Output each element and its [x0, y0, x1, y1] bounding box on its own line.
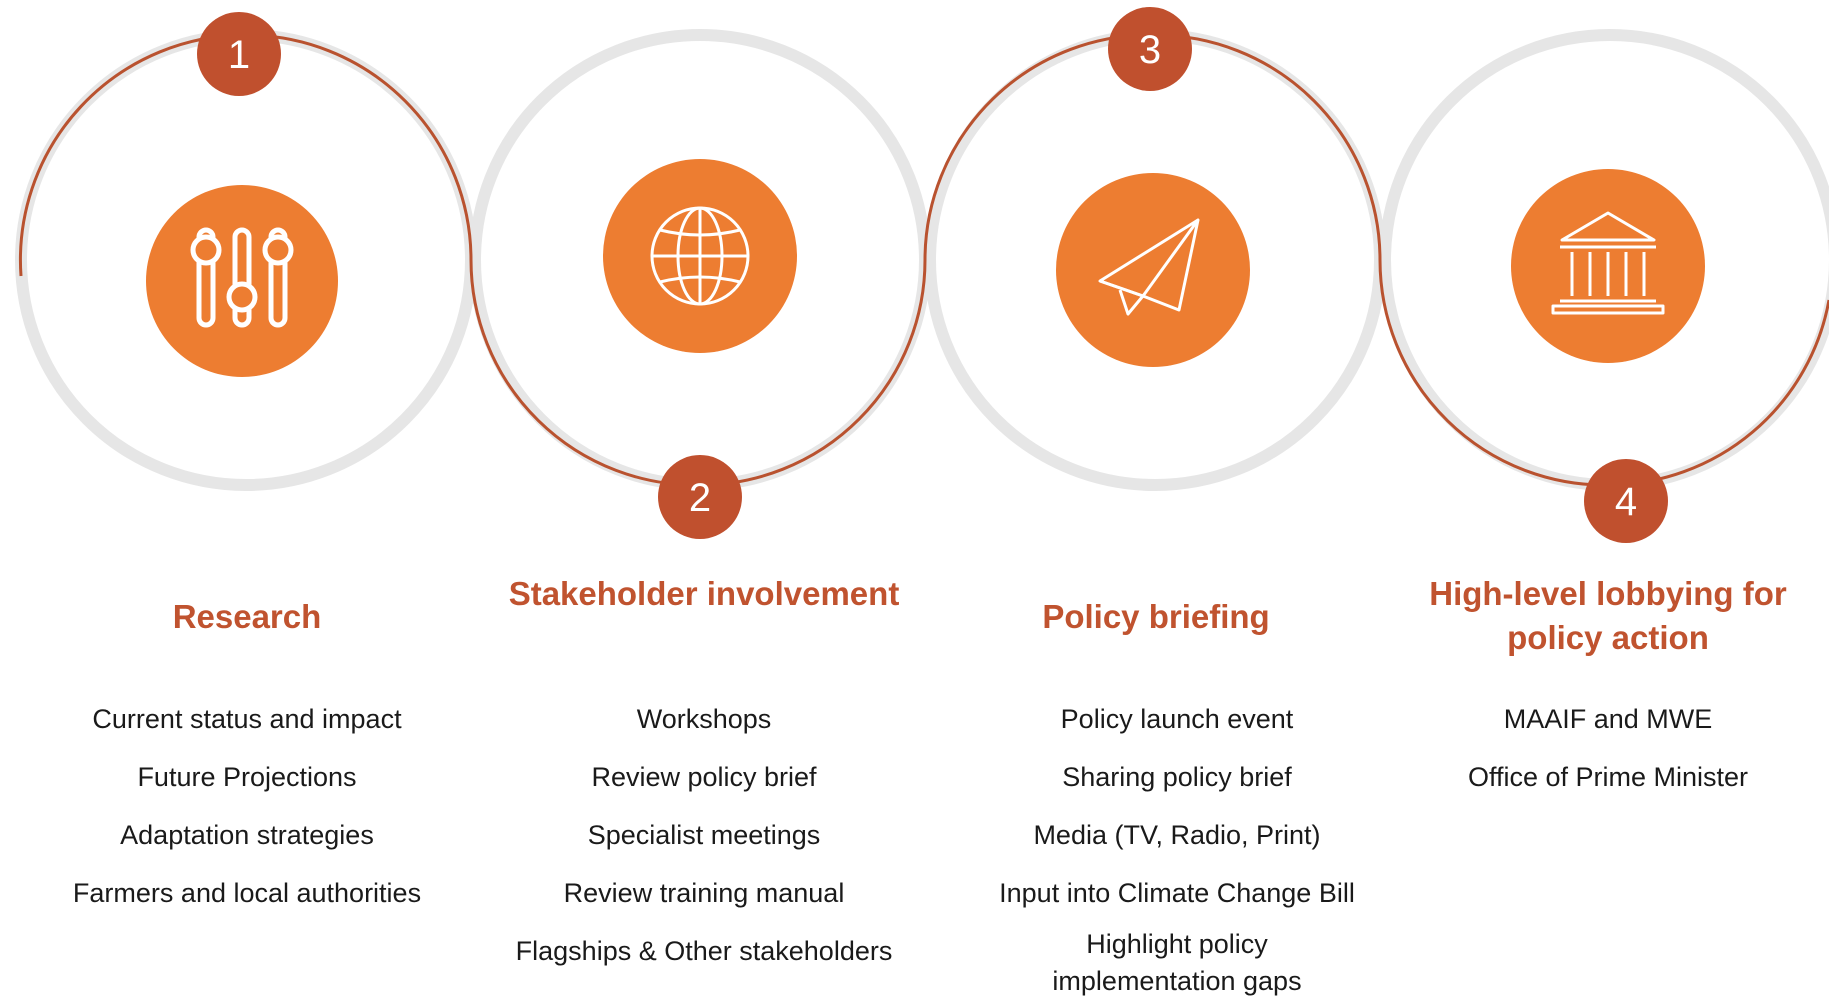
- list-item: Specialist meetings: [587, 820, 821, 850]
- list-item: Workshops: [636, 704, 772, 734]
- badge-2-number: 2: [689, 476, 711, 520]
- arc-1: [18, 33, 701, 487]
- list-item: Highlight policy implementation gaps: [1052, 929, 1302, 996]
- list-item: Farmers and local authorities: [72, 878, 422, 908]
- globe-icon: [650, 206, 750, 306]
- stage-4-items: MAAIF and MWE Office of Prime Minister: [1388, 690, 1828, 806]
- badge-4: 4: [1584, 459, 1668, 543]
- stage-3-icon-circle: [1056, 173, 1250, 367]
- stage-4-title: High-level lobbying for policy action: [1429, 575, 1787, 656]
- stage-3-items: Policy launch event Sharing policy brief…: [957, 690, 1397, 1000]
- sliders-icon: [190, 227, 294, 328]
- badge-1-number: 1: [228, 33, 250, 77]
- badge-4-number: 4: [1615, 480, 1637, 524]
- stage-2-title: Stakeholder involvement: [508, 575, 900, 612]
- list-item: Current status and impact: [92, 704, 402, 734]
- badge-1: 1: [197, 12, 281, 96]
- list-item: Policy launch event: [1060, 704, 1294, 734]
- list-item: Flagships & Other stakeholders: [515, 936, 893, 966]
- badge-3: 3: [1108, 7, 1192, 91]
- stage-4-icon-circle: [1511, 169, 1705, 363]
- list-item: Sharing policy brief: [1062, 762, 1292, 792]
- list-item: Office of Prime Minister: [1467, 762, 1749, 792]
- stage-1-items: Current status and impact Future Project…: [27, 690, 467, 922]
- stage-1-title: Research: [172, 598, 322, 635]
- list-item: Review training manual: [563, 878, 845, 908]
- list-item: MAAIF and MWE: [1503, 704, 1713, 734]
- list-item: Input into Climate Change Bill: [999, 878, 1355, 908]
- stage-3-title: Policy briefing: [1042, 598, 1270, 635]
- badge-3-number: 3: [1139, 28, 1161, 72]
- stage-2-icon-circle: [603, 159, 797, 353]
- list-item: Adaptation strategies: [120, 820, 374, 850]
- stage-2-items: Workshops Review policy brief Specialist…: [484, 690, 924, 980]
- list-item: Future Projections: [137, 762, 357, 792]
- list-item: Review policy brief: [591, 762, 817, 792]
- paper-plane-icon: [1098, 218, 1200, 316]
- badge-2: 2: [658, 455, 742, 539]
- government-building-icon: [1551, 211, 1665, 315]
- list-item: Media (TV, Radio, Print): [1033, 820, 1321, 850]
- stage-1-icon-circle: [146, 185, 338, 377]
